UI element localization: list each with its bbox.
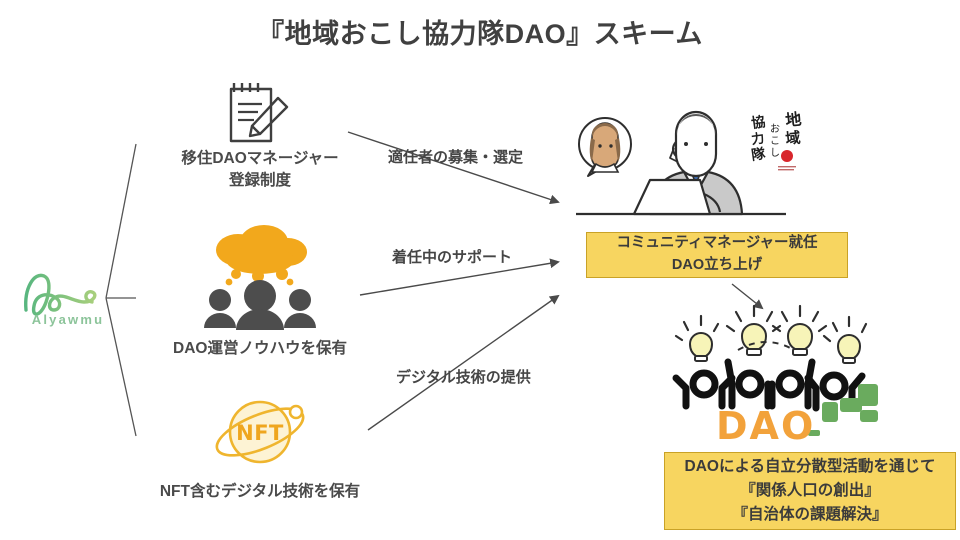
svg-text:お: お [770,123,780,135]
three-prong-bracket [105,143,137,437]
callout-top: コミュニティマネージャー就任 DAO立ち上げ [586,232,848,278]
svg-text:地: 地 [784,109,802,130]
item-1-label: 移住DAOマネージャー 登録制度 [140,148,380,193]
arrow-3-label: デジタル技術の提供 [396,369,531,386]
arrow-1-label: 適任者の募集・選定 [388,149,524,166]
callout-top-line2: DAO立ち上げ [671,257,763,273]
brand-name: Alyawmu [31,312,105,327]
four-people-with-lightbulbs-illustration [672,304,878,436]
nft-planet-coin-icon: NFT [215,400,305,464]
callout-top-line1: コミュニティマネージャー就任 [616,235,818,252]
dao-word: DAO [716,404,816,448]
callout-bottom: DAOによる自立分散型活動を通じて 『関係人口の創出』 『自治体の課題解決』 [664,452,956,530]
item-1-label-line1: 移住DAOマネージャー [181,150,339,167]
svg-text:隊: 隊 [750,145,767,164]
callout-bottom-line1: DAOによる自立分散型活動を通じて [684,457,936,475]
down-right-arrow-icon [731,283,764,310]
alyawmu-script-logo-icon [24,273,97,316]
brand-logo: Alyawmu [8,258,128,348]
svg-text:協: 協 [750,113,766,132]
svg-text:域: 域 [785,129,802,148]
arrow-2-label: 着任中のサポート [392,249,513,266]
arrow-3-line [367,294,560,431]
page-title: 『地域おこし協力隊DAO』スキーム [257,19,703,49]
flow-arrows [347,131,560,431]
person-at-laptop-with-headset-illustration [576,110,786,216]
callout-bottom-line3: 『自治体の課題解決』 [732,506,888,523]
svg-text:力: 力 [750,130,765,148]
svg-text:し: し [770,147,780,159]
svg-text:NFT: NFT [236,421,284,445]
people-thought-cloud-icon [204,225,316,330]
item-3-label: NFT含むデジタル技術を保有 [159,483,361,500]
svg-text:こ: こ [770,136,780,147]
item-1-label-line2: 登録制度 [228,172,291,190]
notepad-pencil-icon [229,83,289,143]
arrow-2-line [359,258,560,296]
chiiki-okoshi-kyouryokutai-calligraphy: 地 域 お こ し 協 力 隊 [750,109,802,171]
red-sun-icon [781,150,793,162]
callout-bottom-line2: 『関係人口の創出』 [740,481,880,499]
item-2-label: DAO運営ノウハウを保有 [173,340,347,357]
arrow-1-line [347,131,560,205]
